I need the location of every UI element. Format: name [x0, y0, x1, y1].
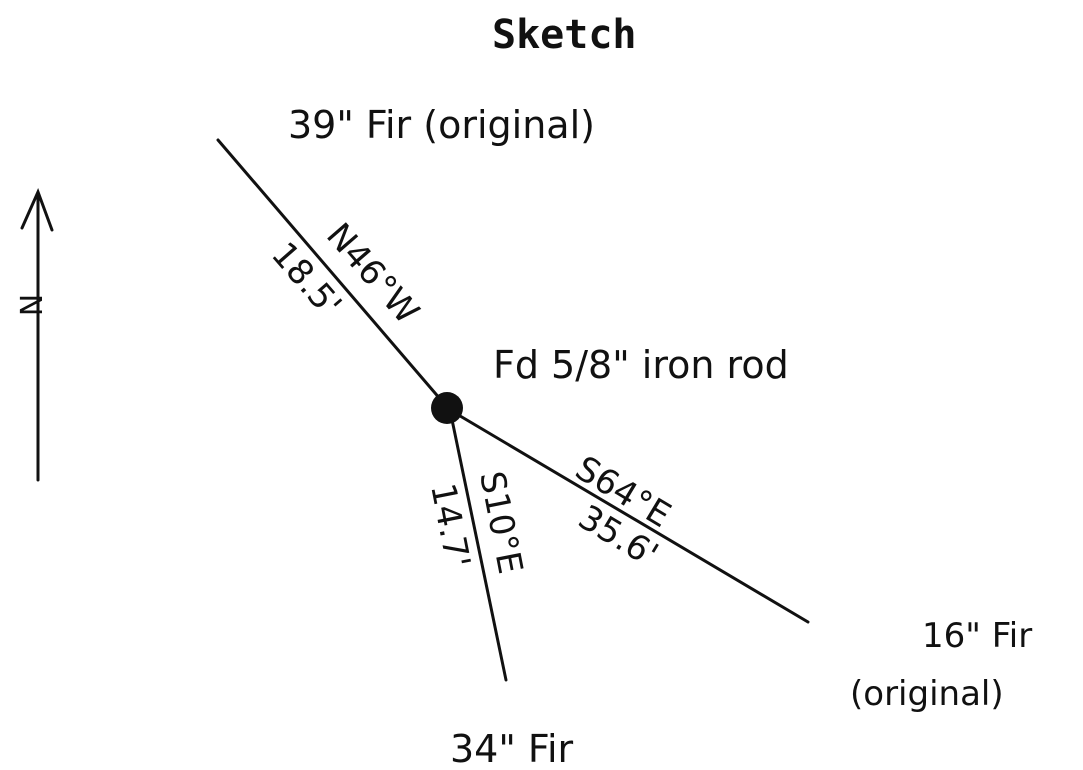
fir-tree-icon — [806, 514, 890, 652]
line-s-distance: 14.7' — [422, 480, 477, 571]
tree-se-label: 16" Fir — [922, 616, 1032, 656]
tree-se-label-2: (original) — [850, 674, 1004, 714]
tree-nw-label: 39" Fir (original) — [288, 103, 595, 147]
iron-rod-marker — [431, 392, 463, 424]
fir-tree-icon — [174, 13, 250, 138]
line-nw — [216, 138, 449, 409]
line-s — [448, 408, 508, 682]
line-se — [448, 408, 810, 624]
sketch-title: Sketch — [492, 12, 637, 58]
north-label: N — [15, 294, 50, 316]
north-arrow: N — [15, 188, 54, 482]
tree-s-label: 34" Fir — [450, 727, 574, 770]
iron-rod-label: Fd 5/8" iron rod — [493, 343, 789, 387]
fir-tree-icon — [503, 580, 579, 705]
